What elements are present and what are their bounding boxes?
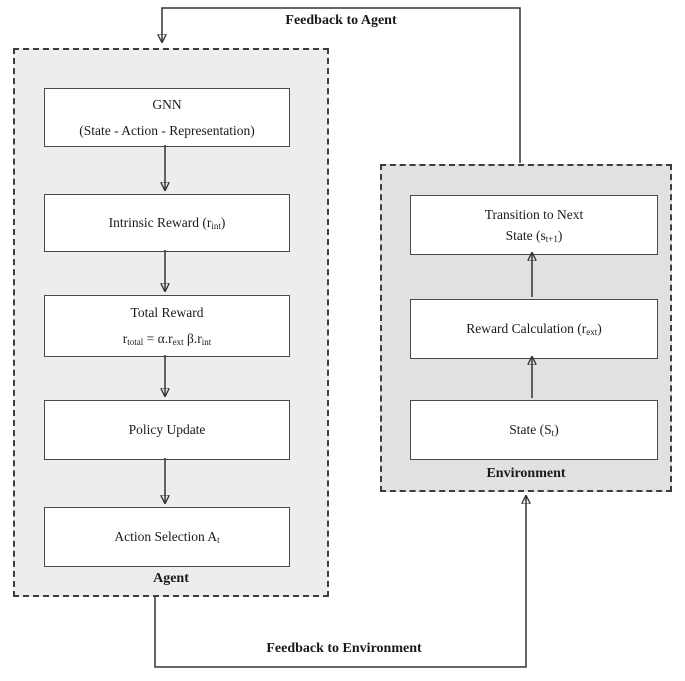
node-total-reward: Total Reward rtotal = α.rext β.rint — [44, 295, 290, 357]
gnn-title: GNN — [152, 96, 182, 112]
state-label: State (St) — [509, 422, 559, 439]
node-gnn: GNN (State - Action - Representation) — [44, 88, 290, 147]
feedback-to-agent-label: Feedback to Agent — [285, 13, 397, 28]
node-reward-calculation: Reward Calculation (rext) — [410, 299, 658, 359]
transition-line2: State (st+1) — [505, 227, 563, 244]
environment-label: Environment — [486, 466, 566, 481]
node-action-selection: Action Selection At — [44, 507, 290, 567]
gnn-subtitle: (State - Action - Representation) — [79, 122, 255, 138]
node-state: State (St) — [410, 400, 658, 460]
total-reward-title: Total Reward — [130, 305, 204, 321]
node-intrinsic-reward: Intrinsic Reward (rint) — [44, 194, 290, 252]
agent-label: Agent — [153, 571, 189, 586]
total-reward-formula: rtotal = α.rext β.rint — [122, 331, 212, 347]
node-policy-update: Policy Update — [44, 400, 290, 460]
feedback-to-environment-label: Feedback to Environment — [266, 641, 422, 656]
action-selection-label: Action Selection At — [114, 529, 220, 546]
environment-group: Transition to Next State (st+1) Reward C… — [380, 164, 672, 492]
intrinsic-reward-label: Intrinsic Reward (rint) — [108, 215, 226, 232]
reward-calculation-label: Reward Calculation (rext) — [466, 321, 602, 338]
agent-group: GNN (State - Action - Representation) In… — [13, 48, 329, 597]
policy-update-label: Policy Update — [128, 422, 206, 438]
node-transition-next-state: Transition to Next State (st+1) — [410, 195, 658, 255]
transition-line1: Transition to Next — [484, 206, 584, 222]
